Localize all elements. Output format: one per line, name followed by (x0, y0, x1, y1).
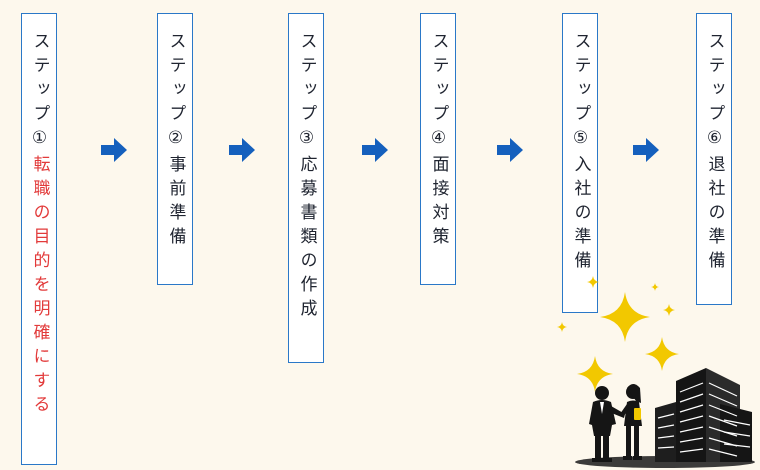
step-5-prefix: ステップ⑤ (570, 32, 591, 155)
step-6-prefix: ステップ⑥ (704, 32, 725, 155)
arrow-right-icon (633, 138, 659, 162)
step-box-5: ステップ⑤入社の準備 (562, 13, 598, 313)
handshake-illustration (557, 276, 755, 468)
step-box-3: ステップ③応募書類の作成 (288, 13, 324, 363)
step-3-prefix: ステップ③ (296, 32, 317, 155)
office-building-icon (655, 368, 752, 462)
arrow-right-icon (497, 138, 523, 162)
step-3-title: 応募書類の作成 (296, 155, 317, 323)
arrow-right-icon (101, 138, 127, 162)
sparkle-icon (557, 276, 679, 392)
step-6-title: 退社の準備 (704, 155, 725, 275)
step-5-title: 入社の準備 (570, 155, 591, 275)
step-1-prefix: ステップ① (29, 32, 50, 155)
step-4-title: 面接対策 (428, 155, 449, 251)
businessman-figure (589, 386, 625, 462)
step-2-prefix: ステップ② (165, 32, 186, 155)
step-box-1: ステップ①転職の目的を明確にする (21, 13, 57, 465)
step-box-6: ステップ⑥退社の準備 (696, 13, 732, 305)
arrow-right-icon (362, 138, 388, 162)
step-4-prefix: ステップ④ (428, 32, 449, 155)
step-1-title: 転職の目的を明確にする (29, 155, 50, 419)
step-box-4: ステップ④面接対策 (420, 13, 456, 285)
step-box-2: ステップ②事前準備 (157, 13, 193, 285)
step-2-title: 事前準備 (165, 155, 186, 251)
businesswoman-figure (620, 384, 642, 460)
arrow-right-icon (229, 138, 255, 162)
